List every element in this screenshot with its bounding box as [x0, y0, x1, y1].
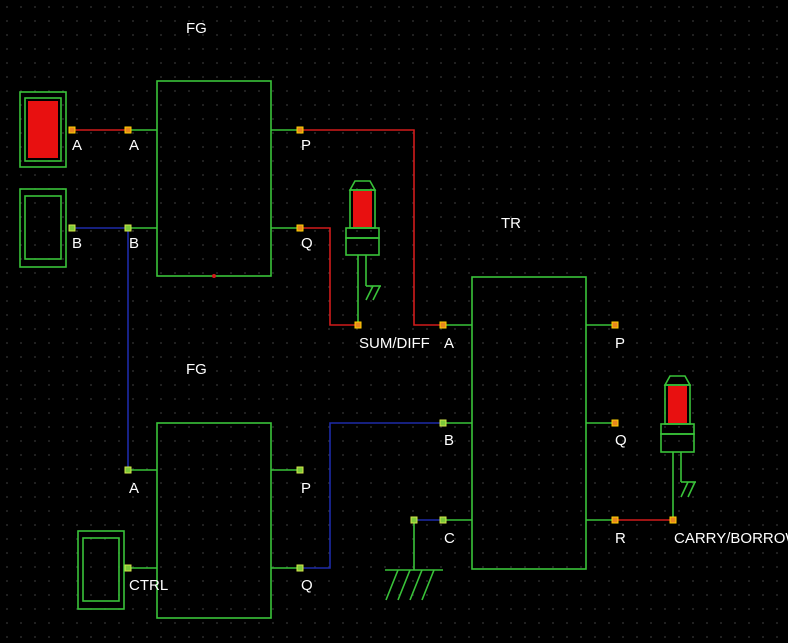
fg-top-title: FG [186, 20, 207, 37]
lamp-sum-diff[interactable] [345, 180, 381, 301]
fg-top-bottom-pin [212, 274, 216, 278]
input-switch-ctrl[interactable] [77, 530, 125, 610]
pin-tr-b[interactable] [439, 419, 447, 427]
fg-top-in-a-label: A [129, 137, 139, 154]
lamp-carry-gnd-h2 [687, 481, 696, 498]
fg-bottom-in-ctrl-label: CTRL [129, 577, 168, 594]
switch-a-inner [24, 97, 62, 162]
pin-tr-r[interactable] [611, 516, 619, 524]
lamp-carry-gnd-h1 [680, 481, 689, 498]
switch-b-label: B [72, 235, 82, 252]
pin-tr-c[interactable] [439, 516, 447, 524]
pin-fg2-a[interactable] [124, 466, 132, 474]
lamp-sum-base [345, 237, 380, 256]
switch-ctrl-outer [77, 530, 125, 610]
fg-bottom-title: FG [186, 361, 207, 378]
switch-a-fill [28, 101, 58, 158]
tr-block[interactable] [471, 276, 587, 570]
fg-bottom-out-q-label: Q [301, 577, 313, 594]
lamp-sum-cap [348, 180, 377, 191]
pin-fg2-q[interactable] [296, 564, 304, 572]
tr-in-b-label: B [444, 432, 454, 449]
pin-carry-borrow[interactable] [669, 516, 677, 524]
sum-diff-label: SUM/DIFF [359, 335, 430, 352]
wire-fg2q-to-trb[interactable] [300, 422, 443, 569]
fg-top-out-q-label: Q [301, 235, 313, 252]
fg-bottom-in-a-label: A [129, 480, 139, 497]
lamp-carry-borrow[interactable] [660, 375, 696, 498]
tr-out-r-label: R [615, 530, 626, 547]
wire-fg1q-to-sum[interactable] [300, 227, 358, 326]
lamp-sum-gnd-h1 [365, 285, 374, 301]
pin-tr-p[interactable] [611, 321, 619, 329]
lamp-sum-collar [345, 227, 380, 239]
pin-ground[interactable] [410, 516, 418, 524]
lamp-carry-base [660, 433, 695, 453]
fg-top-block[interactable] [156, 80, 272, 277]
ground-hatch-3 [409, 569, 423, 601]
pin-fg2-ctrl[interactable] [124, 564, 132, 572]
lamp-sum-gnd-h2 [372, 285, 381, 301]
lamp-carry-collar [660, 423, 695, 435]
tr-title: TR [501, 215, 521, 232]
tr-in-a-label: A [444, 335, 454, 352]
switch-b-outer [19, 188, 67, 268]
switch-a-label: A [72, 137, 82, 154]
ground-hatch-2 [397, 569, 411, 601]
fg-bottom-out-p-label: P [301, 480, 311, 497]
pin-switch-a[interactable] [68, 126, 76, 134]
tr-in-c-label: C [444, 530, 455, 547]
pin-fg1-p[interactable] [296, 126, 304, 134]
switch-a-outer [19, 91, 67, 168]
carry-borrow-label: CARRY/BORROW [674, 530, 788, 547]
pin-fg2-p[interactable] [296, 466, 304, 474]
tr-out-q-label: Q [615, 432, 627, 449]
lamp-carry-fill [668, 386, 687, 423]
input-switch-b[interactable] [19, 188, 67, 268]
pin-tr-q[interactable] [611, 419, 619, 427]
ground-hatch-1 [385, 569, 399, 601]
pin-fg1-q[interactable] [296, 224, 304, 232]
fg-top-in-b-label: B [129, 235, 139, 252]
switch-ctrl-inner [82, 537, 120, 602]
wire-fg1p-to-tra[interactable] [300, 129, 443, 326]
switch-b-inner [24, 195, 62, 260]
input-switch-a[interactable] [19, 91, 67, 168]
pin-fg1-b[interactable] [124, 224, 132, 232]
lamp-sum-fill [353, 191, 372, 227]
pin-tr-a[interactable] [439, 321, 447, 329]
ground-hatch-4 [421, 569, 435, 601]
lamp-carry-cap [663, 375, 692, 386]
fg-top-out-p-label: P [301, 137, 311, 154]
fg-bottom-block[interactable] [156, 422, 272, 619]
pin-sum-diff[interactable] [354, 321, 362, 329]
tr-out-p-label: P [615, 335, 625, 352]
pin-switch-b[interactable] [68, 224, 76, 232]
pin-fg1-a[interactable] [124, 126, 132, 134]
